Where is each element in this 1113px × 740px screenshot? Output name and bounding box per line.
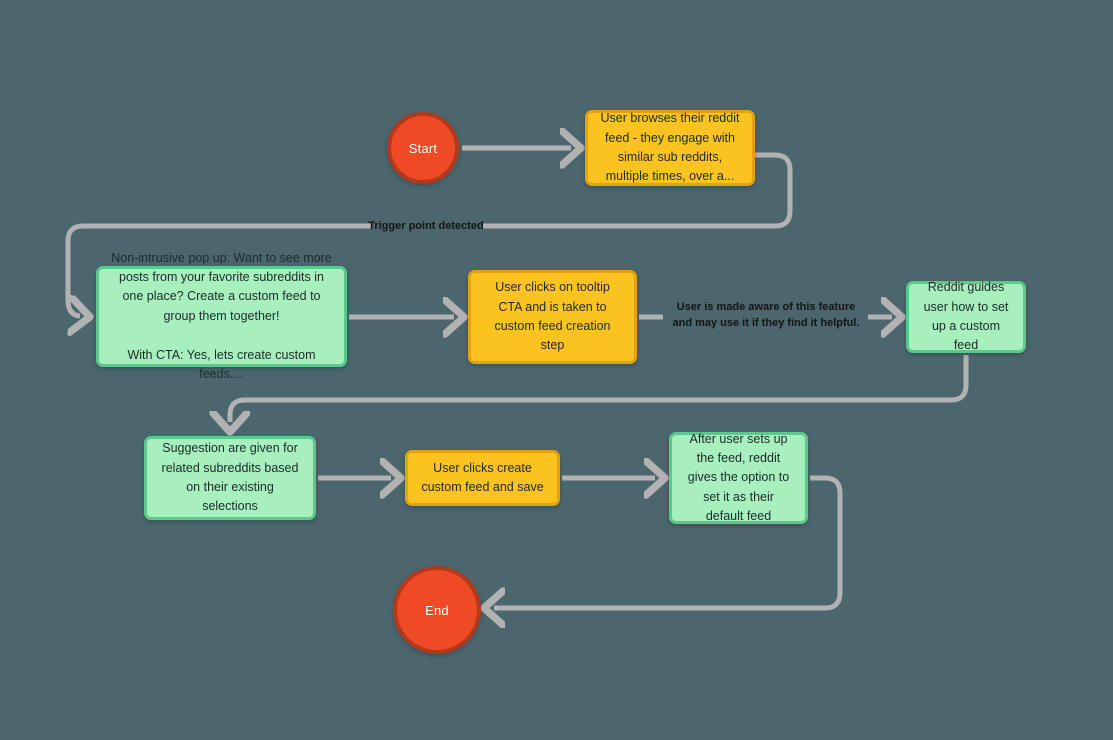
- node-default-label: After user sets up the feed, reddit give…: [687, 431, 790, 524]
- node-suggestions-given[interactable]: Suggestion are given for related subredd…: [144, 436, 316, 520]
- node-suggest-label: Suggestion are given for related subredd…: [161, 441, 299, 514]
- node-start-label: Start: [408, 140, 438, 156]
- edge-label-user-made-aware: User is made aware of this feature and m…: [672, 301, 860, 329]
- node-user-browses-feed[interactable]: User browses their reddit feed - they en…: [585, 110, 755, 186]
- node-set-as-default-feed[interactable]: After user sets up the feed, reddit give…: [669, 432, 808, 524]
- node-reddit-guides-user[interactable]: Reddit guides user how to set up a custo…: [906, 280, 1026, 353]
- node-end[interactable]: End: [393, 566, 481, 654]
- node-browse-label: User browses their reddit feed - they en…: [600, 111, 740, 184]
- node-end-label: End: [425, 602, 449, 618]
- node-user-clicks-create-feed[interactable]: User clicks create custom feed and save: [405, 450, 560, 506]
- node-tooltip-label: User clicks on tooltip CTA and is taken …: [494, 280, 611, 353]
- node-guides-label: Reddit guides user how to set up a custo…: [923, 280, 1009, 353]
- node-start[interactable]: Start: [387, 112, 459, 184]
- node-non-intrusive-popup[interactable]: Non-intrusive pop up: Want to see more p…: [96, 251, 347, 381]
- node-user-clicks-tooltip-cta[interactable]: User clicks on tooltip CTA and is taken …: [468, 270, 637, 364]
- edge-label-trigger-point-detected: Trigger point detected: [368, 220, 484, 232]
- node-popup-label: Non-intrusive pop up: Want to see more p…: [111, 250, 332, 381]
- node-create-label: User clicks create custom feed and save: [421, 460, 544, 494]
